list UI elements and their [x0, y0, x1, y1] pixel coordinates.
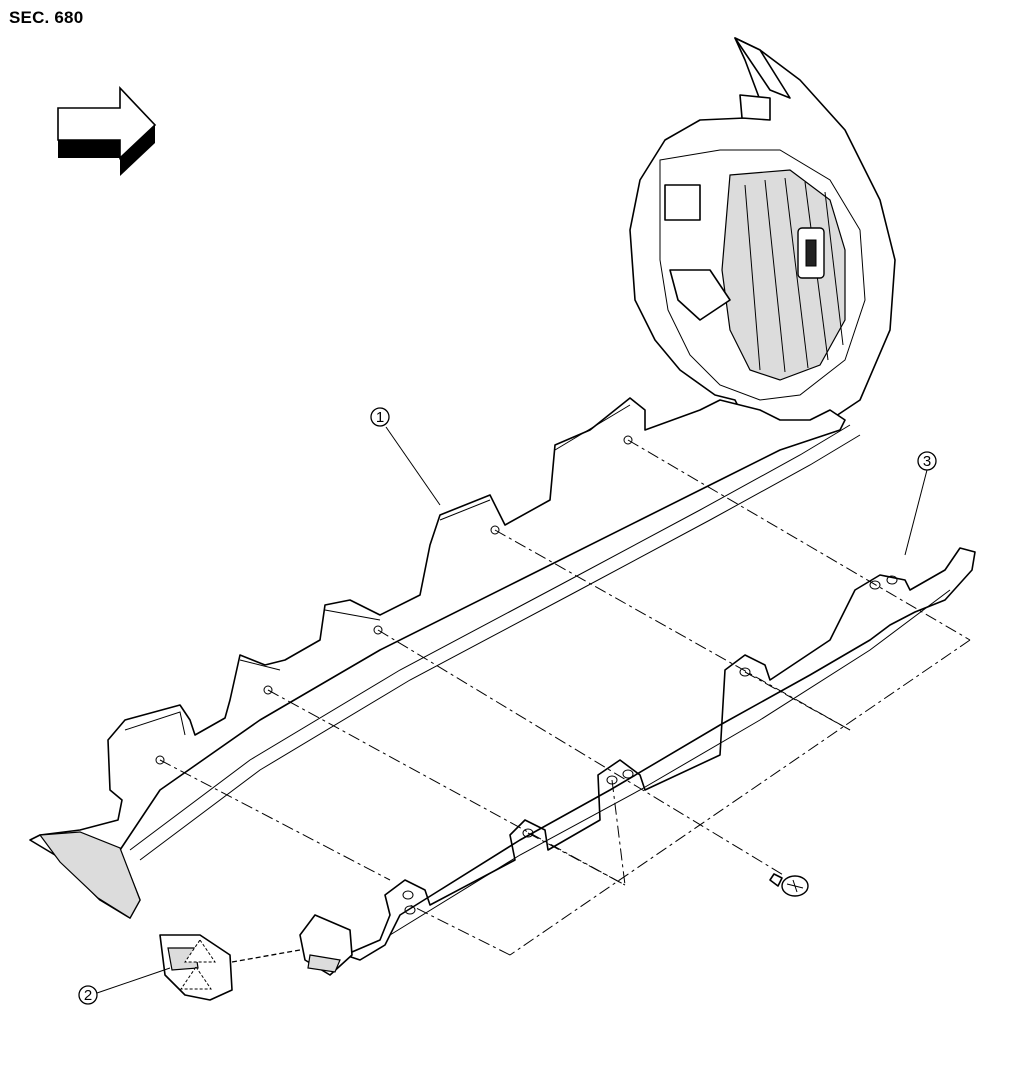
callout-3: 3 [917, 451, 937, 471]
clip-part-2 [159, 934, 233, 1001]
callout-2: 2 [78, 985, 98, 1005]
bracket-part-3 [299, 547, 976, 976]
assembly-lines [159, 439, 971, 963]
air-vent-assembly [629, 37, 896, 441]
clip-triangle-icon [180, 966, 212, 990]
callout-2-label: 2 [84, 987, 92, 1004]
panel-part-1 [29, 397, 861, 919]
front-direction-arrow-icon [57, 85, 157, 176]
screw-icon [769, 873, 809, 897]
section-label: SEC. 680 [9, 8, 84, 27]
callout-1-label: 1 [376, 409, 384, 426]
callout-3-label: 3 [923, 453, 931, 470]
clip-triangle-icon [184, 939, 216, 963]
callout-1: 1 [370, 407, 390, 427]
callout-leaders [96, 426, 928, 994]
